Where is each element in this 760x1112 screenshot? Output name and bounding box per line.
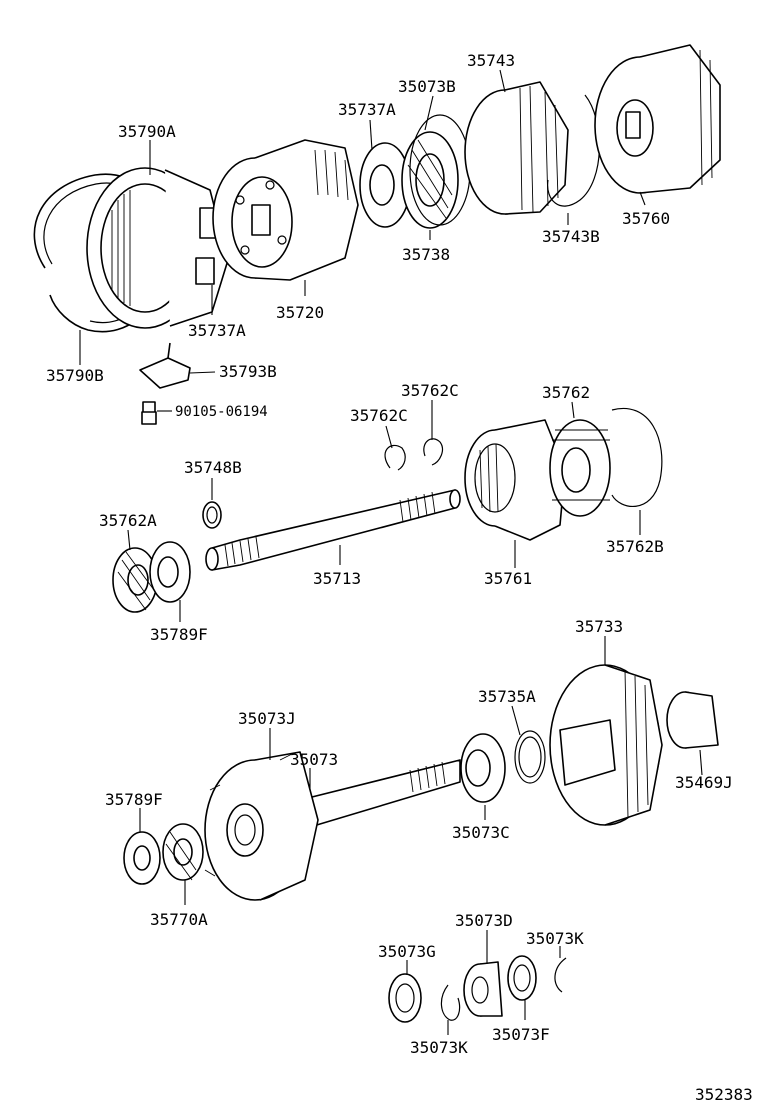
label-35073B: 35073B [398,77,456,96]
part-90105-bolt [141,401,157,425]
part-35073K-clip-a [440,984,461,1021]
part-35073D-bearing [463,961,503,1017]
part-35789F-washer-top [149,541,191,603]
label-35793B: 35793B [219,362,277,381]
part-35073-shaft [299,759,461,831]
label-35737A-top: 35737A [338,100,396,119]
part-35762C-rings [384,438,444,471]
label-35073C: 35073C [452,823,510,842]
part-35073G-seal [388,973,422,1023]
label-35738: 35738 [402,245,450,264]
label-35735A: 35735A [478,687,536,706]
label-35073K-a: 35073K [410,1038,468,1057]
part-35743-drum [464,81,569,215]
label-35743: 35743 [467,51,515,70]
label-35748B: 35748B [184,458,242,477]
figure-id: 352383 [695,1085,753,1104]
part-35762B-ring [611,407,663,507]
part-35762-gear [549,419,611,517]
label-35743B: 35743B [542,227,600,246]
leader-lines [79,69,703,1035]
part-35713-shaft [205,489,461,571]
part-35073J-carrier [204,751,319,901]
part-35793B-bracket [139,342,191,389]
label-35762: 35762 [542,383,590,402]
label-35469J: 35469J [675,773,733,792]
part-35469J-bushing [666,691,719,749]
part-35790A-drum [86,167,229,329]
label-35770A: 35770A [150,910,208,929]
label-35789F-top: 35789F [150,625,208,644]
label-35760: 35760 [622,209,670,228]
label-35737A-bot: 35737A [188,321,246,340]
label-35733: 35733 [575,617,623,636]
part-35073K-clip-b [554,957,567,993]
label-35761: 35761 [484,569,532,588]
label-35762C-a: 35762C [350,406,408,425]
label-35073D: 35073D [455,911,513,930]
label-35762B: 35762B [606,537,664,556]
part-35735A-ring [514,730,546,784]
label-35073J: 35073J [238,709,296,728]
label-35713: 35713 [313,569,361,588]
label-35073F: 35073F [492,1025,550,1044]
label-35720: 35720 [276,303,324,322]
label-35073G: 35073G [378,942,436,961]
part-35073C-bearing [460,733,506,803]
part-35073F-washer [507,955,537,1001]
part-35720-hub-drum [212,139,359,281]
label-35073K-b: 35073K [526,929,584,948]
part-35748B-bushing [202,501,222,529]
part-35761-drum [464,419,566,541]
label-90105-06194: 90105-06194 [175,404,268,420]
part-35760-gear-drum [594,44,721,194]
label-35789F-bot: 35789F [105,790,163,809]
label-35073: 35073 [290,750,338,769]
label-35762A: 35762A [99,511,157,530]
part-35789F-washer-bot [123,831,161,885]
part-35762A-thrust-bearing [112,547,158,613]
label-35762C-b: 35762C [401,381,459,400]
part-35770A-thrust-bearing [162,823,204,881]
part-35733-gear [549,664,663,826]
label-35790B: 35790B [46,366,104,385]
label-35790A: 35790A [118,122,176,141]
